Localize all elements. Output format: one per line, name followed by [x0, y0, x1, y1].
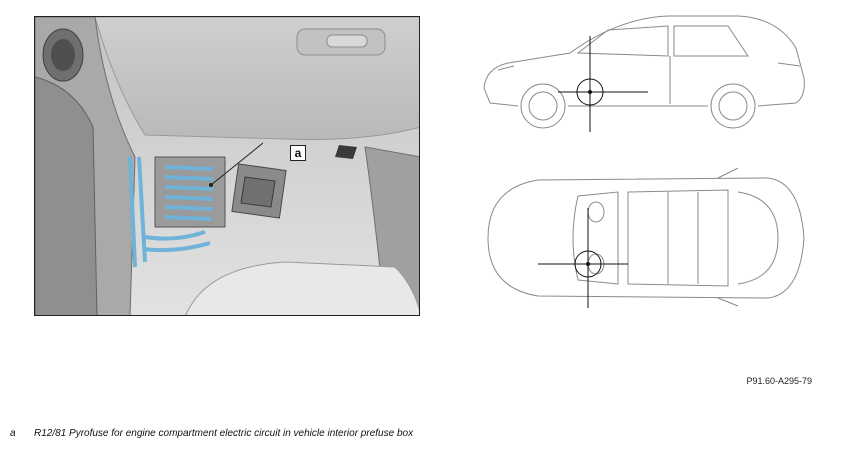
- callout-label-a: a: [290, 145, 306, 161]
- component-photo: a: [34, 16, 420, 316]
- interior-illustration: [35, 17, 419, 315]
- location-marker-side: [558, 36, 648, 132]
- vehicle-top-view: [478, 167, 814, 308]
- car-side-diagram: [483, 15, 805, 132]
- wiring-harness: [128, 156, 214, 268]
- vehicle-side-view: [478, 8, 814, 136]
- location-marker-top: [538, 208, 628, 308]
- figure-id: P91.60-A295-79: [746, 376, 812, 386]
- car-top-diagram: [487, 167, 805, 308]
- legend-key: a: [10, 428, 16, 439]
- legend-description: R12/81 Pyrofuse for engine compartment e…: [34, 428, 414, 439]
